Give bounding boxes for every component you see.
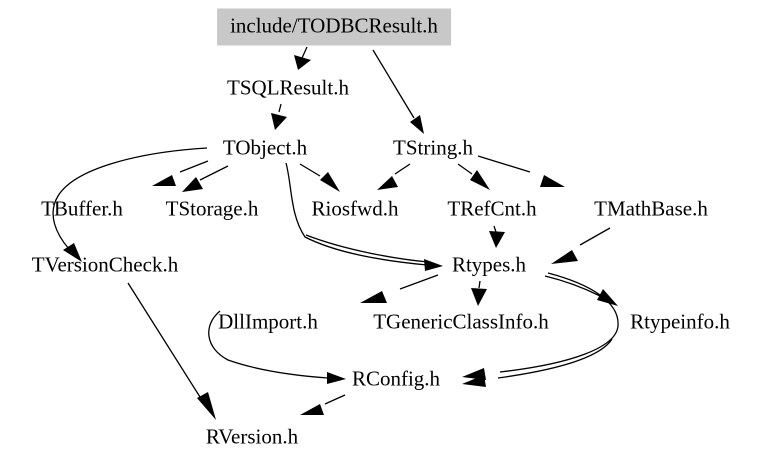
arrowhead-tobject	[271, 113, 287, 130]
node-label: TMathBase.h	[594, 196, 708, 221]
edge-tobject-tstorage	[199, 165, 229, 181]
node-label: TRefCnt.h	[447, 196, 537, 221]
node-label: TObject.h	[222, 135, 308, 160]
node-rtypes[interactable]: Rtypes.h	[451, 252, 527, 277]
edge-rconfig-rversion	[324, 394, 346, 405]
edge-tversioncheck-rversion	[127, 282, 201, 398]
node-label: TString.h	[393, 135, 473, 160]
arrowhead-rconfig-from-rtypeinfo	[462, 375, 486, 387]
arrowhead-riosfwd-from-tstring	[377, 176, 398, 190]
edge-rtypes-tgenericclassinfo	[478, 280, 481, 289]
arrowhead-tsqlresult	[294, 55, 311, 70]
edge-rtypes-dllimport	[399, 274, 439, 290]
node-label: TBuffer.h	[41, 196, 123, 221]
arrowhead-rconfig-from-rtypes	[462, 368, 486, 380]
node-label: TStorage.h	[165, 196, 259, 221]
edge-tstring-riosfwd	[394, 163, 411, 175]
node-label: TGenericClassInfo.h	[373, 309, 549, 334]
node-label: Riosfwd.h	[311, 196, 399, 221]
node-tstorage[interactable]: TStorage.h	[165, 196, 259, 221]
edge-tobject-riosfwd	[299, 163, 321, 177]
edge-todbcresult-tstring	[372, 49, 415, 119]
node-label: include/TODBCResult.h	[230, 13, 438, 38]
node-tobject[interactable]: TObject.h	[222, 135, 308, 160]
edge-tsqlresult-tobject	[278, 103, 282, 113]
arrowhead-rtypes-from-tobject	[424, 259, 443, 271]
node-include-todbcresult[interactable]: include/TODBCResult.h	[217, 8, 451, 46]
edge-tstring-tmathbase	[477, 155, 531, 173]
node-label: RVersion.h	[205, 424, 299, 449]
node-trefcnt[interactable]: TRefCnt.h	[447, 196, 537, 221]
arrowhead-tbuffer	[152, 175, 176, 186]
node-label: TSQLResult.h	[227, 75, 349, 100]
arrowhead-tstorage	[182, 177, 203, 192]
node-label: Rtypes.h	[451, 252, 527, 277]
arrowhead-rtypeinfo	[597, 289, 618, 306]
arrowhead-tstring	[410, 115, 424, 134]
edge-rtypeinfo-rconfig	[497, 338, 613, 379]
edge-trefcnt-rtypes	[493, 225, 497, 233]
arrowhead-rversion-from-rconfig	[300, 404, 324, 415]
node-tgenericclassinfo[interactable]: TGenericClassInfo.h	[373, 309, 549, 334]
arrowhead-rtypes-from-trefcnt	[489, 231, 505, 248]
node-rversion[interactable]: RVersion.h	[205, 424, 299, 449]
node-rconfig[interactable]: RConfig.h	[351, 366, 441, 391]
edge-rtypes-rtypeinfo	[544, 275, 601, 297]
node-tsqlresult[interactable]: TSQLResult.h	[227, 75, 349, 100]
edge-tmathbase-rtypes	[579, 227, 611, 246]
arrowhead-dllimport	[360, 291, 387, 303]
arrowhead-rconfig-from-dllimport	[327, 372, 346, 384]
edge-tstring-trefcnt	[457, 163, 473, 175]
node-label: TVersionCheck.h	[31, 252, 179, 277]
node-label: Rtypeinfo.h	[630, 309, 730, 334]
node-label: RConfig.h	[351, 366, 441, 391]
node-riosfwd[interactable]: Riosfwd.h	[311, 196, 399, 221]
arrowhead-riosfwd-from-tobject	[320, 172, 340, 192]
arrowhead-rversion-from-tversioncheck	[197, 392, 216, 420]
arrowhead-trefcnt	[470, 170, 490, 190]
node-rtypeinfo[interactable]: Rtypeinfo.h	[630, 309, 730, 334]
edge-tobject-tbuffer	[179, 160, 209, 173]
node-tbuffer[interactable]: TBuffer.h	[41, 196, 123, 221]
node-tmathbase[interactable]: TMathBase.h	[594, 196, 708, 221]
node-tstring[interactable]: TString.h	[393, 135, 473, 160]
arrowhead-tmathbase	[540, 175, 565, 187]
node-dllimport[interactable]: DllImport.h	[218, 309, 318, 334]
node-tversioncheck[interactable]: TVersionCheck.h	[31, 252, 179, 277]
edge-riosfwd-rtypes	[305, 234, 429, 263]
node-label: DllImport.h	[218, 309, 318, 334]
arrowhead-rtypes-from-tmathbase	[551, 250, 578, 264]
arrowhead-tgenericclassinfo	[471, 288, 487, 306]
edge-todbcresult-tsqlresult	[301, 46, 308, 59]
